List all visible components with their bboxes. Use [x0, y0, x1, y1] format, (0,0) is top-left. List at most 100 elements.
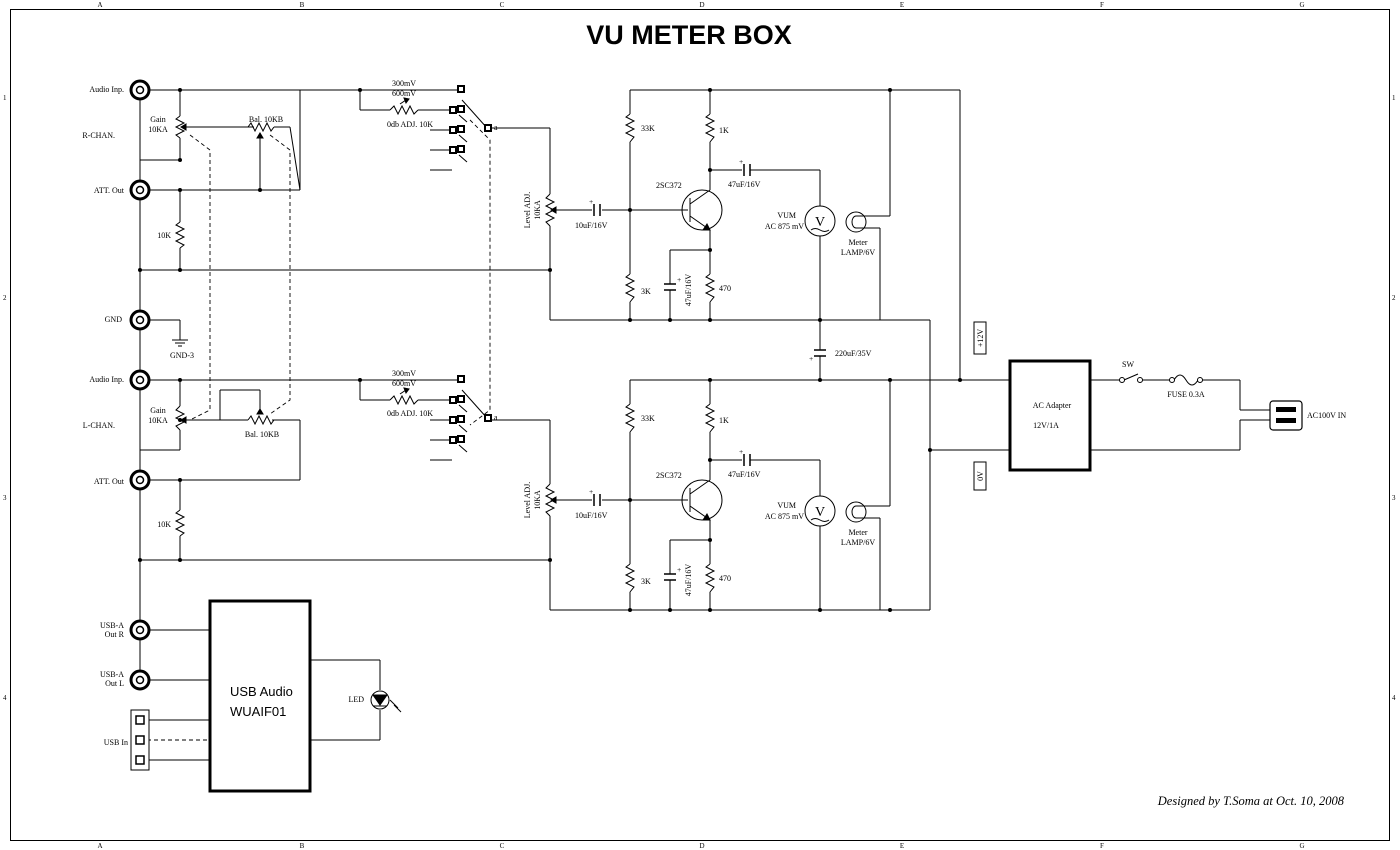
row-label-1-right: 1	[1392, 94, 1396, 102]
row-label-2-left: 2	[3, 294, 7, 302]
label-amp-bottom-lamp: Meter	[848, 528, 867, 537]
label-10k-r: 10K	[157, 231, 171, 240]
meter-lamp-top	[845, 211, 867, 233]
label-amp-top-cin: 10uF/16V	[575, 221, 608, 230]
label-amp-bottom-33k: 33K	[641, 414, 655, 423]
fuse-terminals	[1169, 377, 1203, 383]
vu-meter-bottom: V	[804, 495, 836, 527]
label-bulk-cap: 220uF/35V	[835, 349, 872, 358]
label-gnd: GND	[105, 315, 123, 324]
svg-text:+: +	[677, 565, 681, 574]
usb-module-model: WUAIF01	[230, 704, 286, 719]
label-usb-in: USB In	[104, 738, 128, 747]
amp-top-labels: 33K 1K 3K 470 2SC372 10uF/16V 47uF/16V 4…	[575, 124, 875, 306]
label-l-att-out: ATT. Out	[94, 477, 125, 486]
row-label-3-left: 3	[3, 494, 7, 502]
label-plus12: +12V	[976, 329, 985, 348]
label-usb-a-r-2: Out R	[105, 630, 125, 639]
svg-text:+: +	[589, 487, 593, 496]
label-level-adj-bottom-1: Level ADJ.	[523, 482, 532, 518]
label-gain-l: Gain	[150, 406, 166, 415]
label-300mv-bottom: 300mV	[392, 369, 416, 378]
label-l-audio-in: Audio Inp.	[89, 375, 124, 384]
vu-meter-top-symbol: V	[815, 215, 825, 230]
col-label-c-top: C	[500, 1, 505, 9]
label-amp-top-transistor: 2SC372	[656, 181, 682, 190]
switch-contacts-top	[449, 85, 492, 154]
label-amp-top-470: 470	[719, 284, 731, 293]
svg-text:+: +	[739, 157, 743, 166]
label-r-chan: R-CHAN.	[82, 131, 115, 140]
led-symbol	[370, 690, 402, 713]
col-label-b-top: B	[300, 1, 305, 9]
balance-pot-r	[247, 121, 301, 191]
jack-r-audio-in	[129, 79, 151, 101]
label-l-chan: L-CHAN.	[83, 421, 115, 430]
ac-adapter-block: AC Adapter 12V/1A	[1008, 359, 1092, 472]
jack-usb-a-out-l	[129, 669, 151, 691]
ac-inlet-plug	[1269, 400, 1303, 431]
label-amp-bottom-cin: 10uF/16V	[575, 511, 608, 520]
power-switch	[1119, 377, 1143, 383]
jack-gnd	[129, 309, 151, 331]
left-wiring	[139, 89, 550, 761]
meter-lamp-bottom	[845, 501, 867, 523]
label-gain-r-value: 10KA	[148, 125, 168, 134]
amp-resistors	[624, 113, 716, 593]
label-0db-top: 0db ADJ. 10K	[387, 120, 433, 129]
drawing-border	[10, 9, 1390, 841]
label-usb-a-l-2: Out L	[105, 679, 124, 688]
capacitor-polarity-marks: +++ +++ +	[589, 157, 813, 574]
label-amp-bottom-470: 470	[719, 574, 731, 583]
col-label-a-bottom: A	[97, 842, 102, 850]
svg-text:+: +	[739, 447, 743, 456]
resistor-10k-r	[174, 221, 186, 249]
row-label-1-left: 1	[3, 94, 7, 102]
label-amp-top-cout: 47uF/16V	[728, 180, 761, 189]
jack-usb-a-out-r	[129, 619, 151, 641]
label-amp-top-lamp-spec: LAMP/6V	[841, 248, 875, 257]
switch-contacts-bottom	[449, 375, 492, 444]
label-amp-bottom-vum-spec: AC 875 mV	[765, 512, 804, 521]
col-label-g-top: G	[1299, 1, 1304, 9]
label-gain-l-value: 10KA	[148, 416, 168, 425]
transistor-bottom	[681, 479, 723, 521]
zero-v-rail-tag: 0V	[973, 461, 987, 491]
col-label-c-bottom: C	[500, 842, 505, 850]
col-label-e-bottom: E	[900, 842, 904, 850]
label-600mv-bottom: 600mV	[392, 379, 416, 388]
label-amp-top-lamp: Meter	[848, 238, 867, 247]
label-amp-bottom-3k: 3K	[641, 577, 651, 586]
label-amp-bottom-cemit: 47uF/16V	[684, 564, 693, 597]
label-pole-a-top: a	[494, 123, 498, 132]
row-label-2-right: 2	[1392, 294, 1396, 302]
col-label-b-bottom: B	[300, 842, 305, 850]
svg-text:+: +	[677, 275, 681, 284]
gain-pot-r	[174, 115, 192, 139]
label-led: LED	[348, 695, 364, 704]
vu-meter-bottom-symbol: V	[815, 505, 825, 520]
label-amp-top-33k: 33K	[641, 124, 655, 133]
col-label-f-bottom: F	[1100, 842, 1104, 850]
usb-module-name: USB Audio	[230, 684, 293, 699]
label-amp-top-vum-spec: AC 875 mV	[765, 222, 804, 231]
label-bal-l: Bal. 10KB	[245, 430, 279, 439]
label-amp-top-vum: VUM	[777, 211, 796, 220]
col-label-a-top: A	[97, 1, 102, 9]
amp-top-wiring	[550, 89, 961, 380]
label-amp-bottom-cout: 47uF/16V	[728, 470, 761, 479]
junction-dots	[138, 88, 962, 612]
row-label-4-right: 4	[1392, 694, 1396, 702]
label-usb-a-l-1: USB-A	[100, 670, 124, 679]
col-label-d-bottom: D	[699, 842, 704, 850]
gang-links	[189, 119, 491, 426]
row-label-3-right: 3	[1392, 494, 1396, 502]
range-switch-bottom	[359, 380, 551, 610]
label-amp-top-3k: 3K	[641, 287, 651, 296]
amp-bottom-labels: 33K 1K 3K 470 2SC372 10uF/16V 47uF/16V 4…	[575, 414, 875, 596]
label-fuse: FUSE 0.3A	[1167, 390, 1205, 399]
level-pot-bottom	[544, 483, 592, 517]
jack-l-att-out	[129, 469, 151, 491]
label-level-adj-top-1: Level ADJ.	[523, 192, 532, 228]
label-bal-r: Bal. 10KB	[249, 115, 283, 124]
